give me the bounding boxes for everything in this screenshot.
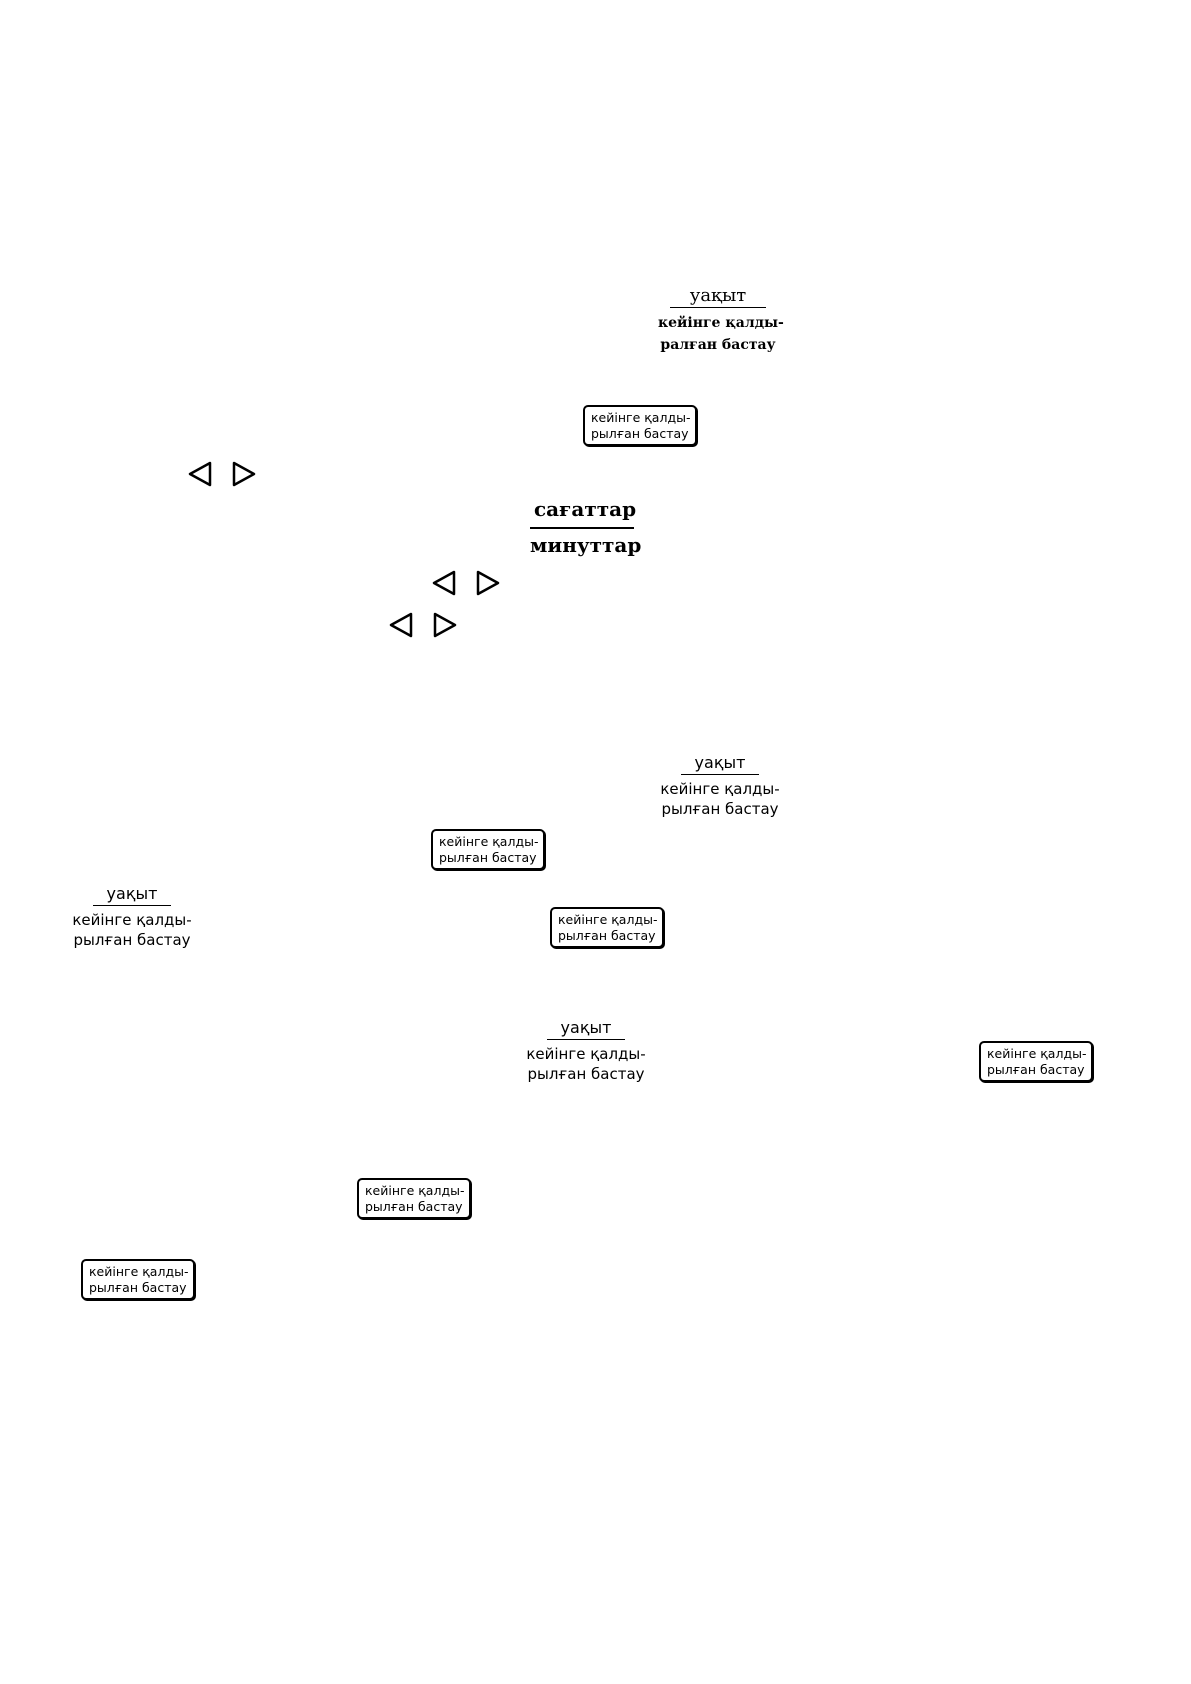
hours-minutes-indicator: сағаттар минуттар: [530, 497, 642, 557]
left-arrow-icon[interactable]: [188, 461, 212, 487]
left-arrow-icon[interactable]: [389, 612, 413, 638]
time-label-deferred-start: уақыт кейінге қалды- рылған бастау: [660, 754, 780, 819]
deferred-line-2: рылған бастау: [73, 931, 191, 949]
minutes-label: минуттар: [530, 533, 642, 557]
hours-label: сағаттар: [530, 497, 636, 529]
time-title: уақыт: [670, 287, 766, 308]
time-label-deferred-start: уақыт кейінге қалды- рылған бастау: [526, 1019, 646, 1084]
time-label-deferred-start: уақыт кейінге қалды- рылған бастау: [72, 885, 192, 950]
time-title: уақыт: [681, 754, 759, 775]
deferred-start-button[interactable]: кейінге қалды- рылған бастау: [81, 1259, 195, 1300]
deferred-start-button[interactable]: кейінге қалды- рылған бастау: [431, 829, 545, 870]
deferred-start-button[interactable]: кейінге қалды- рылған бастау: [979, 1041, 1093, 1082]
deferred-line-2: рылған бастау: [527, 1065, 645, 1083]
right-arrow-icon[interactable]: [476, 570, 500, 596]
deferred-start-button[interactable]: кейінге қалды- рылған бастау: [583, 405, 697, 446]
deferred-start-button[interactable]: кейінге қалды- рылған бастау: [550, 907, 664, 948]
deferred-line-1: кейінге қалды-: [658, 315, 784, 331]
left-arrow-icon[interactable]: [432, 570, 456, 596]
deferred-line-1: кейінге қалды-: [660, 780, 780, 798]
deferred-line-1: кейінге қалды-: [526, 1045, 646, 1063]
deferred-line-1: кейінге қалды-: [72, 911, 192, 929]
right-arrow-icon[interactable]: [232, 461, 256, 487]
deferred-line-2: ралған бастау: [660, 337, 776, 353]
time-label-deferred-start-top: уақыт кейінге қалды- ралған бастау: [658, 287, 784, 356]
time-title: уақыт: [93, 885, 171, 906]
right-arrow-icon[interactable]: [433, 612, 457, 638]
deferred-start-button[interactable]: кейінге қалды- рылған бастау: [357, 1178, 471, 1219]
deferred-line-2: рылған бастау: [661, 800, 779, 818]
time-title: уақыт: [547, 1019, 625, 1040]
